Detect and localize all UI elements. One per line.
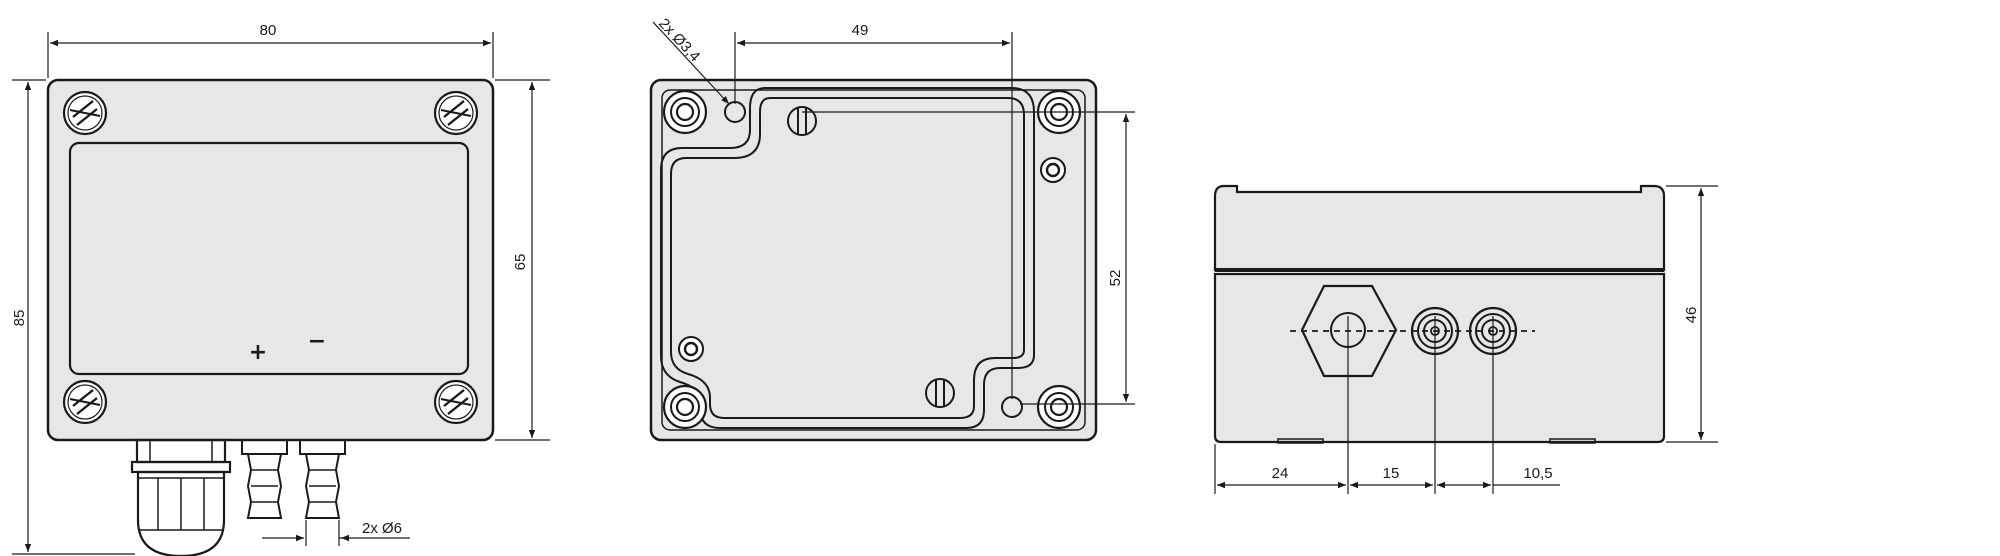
- back-hole-dim-label: 2x Ø3,4: [655, 15, 703, 65]
- side-offset-dim-label-3: 10,5: [1523, 465, 1552, 482]
- back-enclosure-body: [649, 78, 1098, 442]
- front-body-height-dim-label: 65: [512, 254, 529, 271]
- side-offset-dimensions: 24 15 10,5: [1214, 316, 1560, 494]
- front-cable-gland: [130, 438, 232, 556]
- front-nozzle-minus: [299, 439, 346, 519]
- front-width-dimension: 80: [47, 22, 494, 78]
- side-foot-left: [1277, 438, 1324, 444]
- front-screw-top-left-icon: [62, 90, 108, 136]
- side-offset-dim-label-2: 15: [1383, 465, 1400, 482]
- front-screw-top-right-icon: [433, 90, 479, 136]
- front-minus-sign: −: [308, 329, 326, 354]
- back-corner-boss-top-left-icon: [662, 89, 708, 135]
- back-inner-boss-right-icon: [1039, 156, 1067, 184]
- front-lid-window: [68, 141, 470, 376]
- front-width-dim-label: 80: [260, 22, 277, 39]
- side-foot-right: [1549, 438, 1596, 444]
- side-height-dim-label: 46: [1683, 307, 1700, 324]
- front-nozzle-dimension: 2x Ø6: [262, 520, 410, 546]
- back-gasket-groove-inner: [670, 97, 1025, 419]
- back-inner-boss-left-icon: [677, 335, 705, 363]
- side-lid: [1213, 184, 1666, 272]
- back-view: 49 52 2x Ø3,4: [649, 15, 1135, 442]
- back-vertical-spacing-dim-label: 52: [1107, 270, 1124, 287]
- front-total-height-dim-label: 85: [11, 310, 28, 327]
- side-height-dimension: 46: [1666, 185, 1718, 443]
- back-hole-spacing-dimension: 49: [734, 22, 1013, 399]
- front-enclosure-body: [46, 78, 495, 442]
- back-hole-spacing-dim-label: 49: [852, 22, 869, 39]
- front-body-height-dimension: 65: [495, 79, 550, 441]
- front-total-height-dimension: 85: [11, 79, 135, 555]
- back-vertical-spacing-dimension: 52: [802, 111, 1135, 405]
- front-plus-sign: +: [249, 340, 267, 365]
- front-nozzle-dim-label: 2x Ø6: [362, 520, 402, 537]
- back-corner-boss-bottom-left-icon: [662, 384, 708, 430]
- back-clip-bottom-icon: [925, 378, 955, 408]
- front-screw-bottom-right-icon: [433, 379, 479, 425]
- side-offset-dim-label-1: 24: [1272, 465, 1289, 482]
- side-view: 46 24 15 10,5: [1213, 184, 1718, 494]
- side-base: [1213, 272, 1666, 444]
- front-view: + −: [11, 22, 550, 556]
- front-nozzle-plus: [241, 439, 288, 519]
- front-screw-bottom-left-icon: [62, 379, 108, 425]
- back-corner-boss-bottom-right-icon: [1036, 384, 1082, 430]
